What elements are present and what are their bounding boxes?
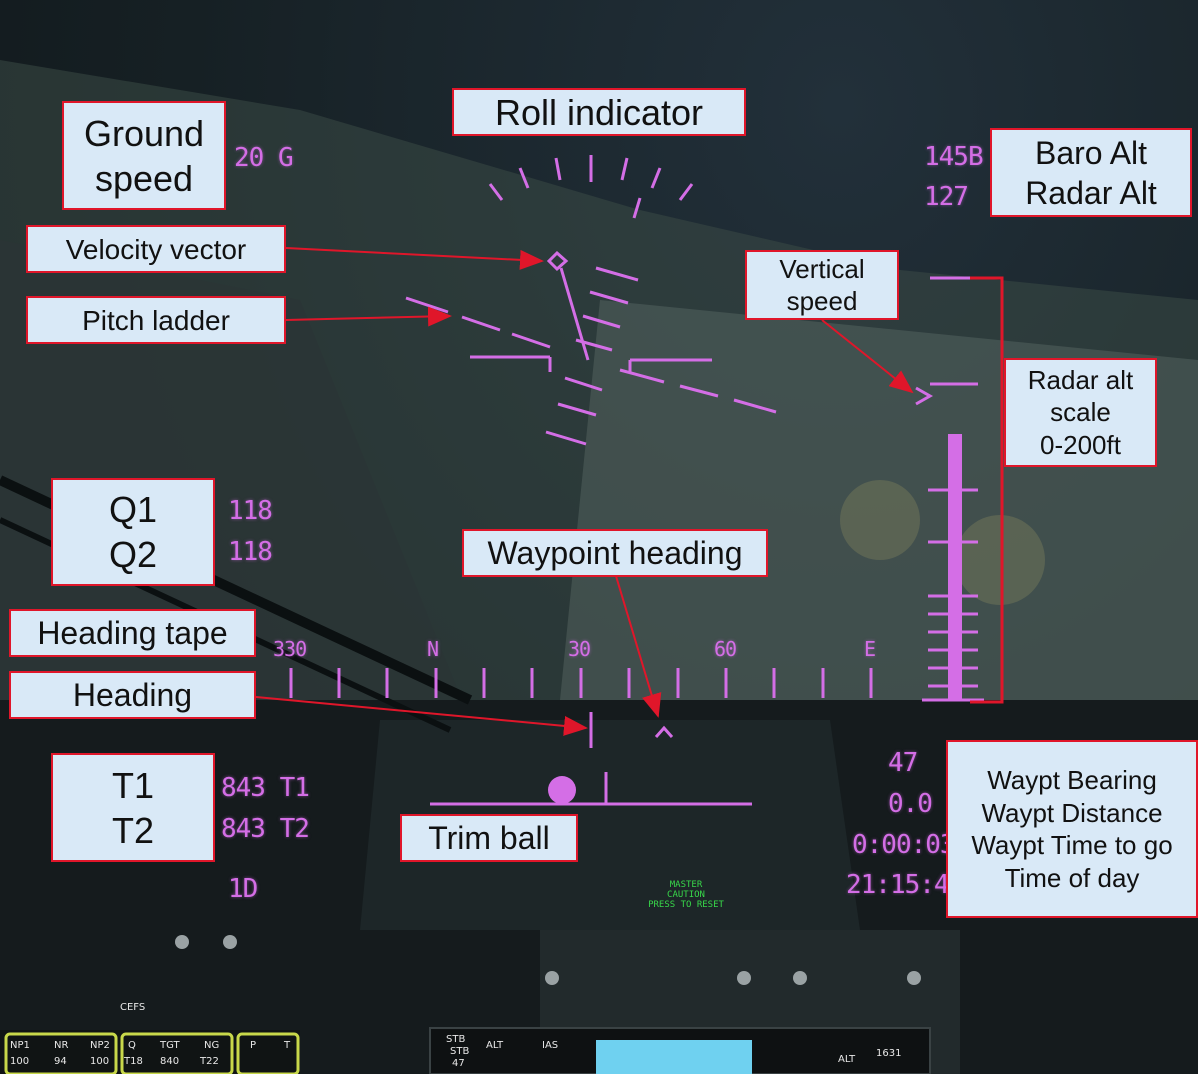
extra-readout: 1D <box>228 874 258 904</box>
panel-t: T <box>284 1040 291 1051</box>
q2-readout: 118 <box>228 537 273 567</box>
panel-np2-val: 100 <box>90 1056 110 1067</box>
label-velocity-vector: Velocity vector <box>26 225 286 273</box>
label-waypt-distance: Waypt Distance <box>981 797 1163 828</box>
master-caution-line2: CAUTION <box>667 890 705 900</box>
label-q2: Q2 <box>108 534 158 575</box>
q1-readout: 118 <box>228 496 273 526</box>
label-radar-alt-scale-line1: Radar alt <box>1027 364 1134 395</box>
baro-alt-readout: 145B <box>924 142 984 172</box>
cockpit-panel <box>0 930 960 1074</box>
time-of-day-readout: 21:15:48 <box>846 870 964 900</box>
t1-readout: 843 T1 <box>221 773 310 803</box>
panel-1631: 1631 <box>876 1048 902 1059</box>
label-radar-alt-line: Radar Alt <box>1025 174 1157 211</box>
label-pitch-ladder: Pitch ladder <box>26 296 286 344</box>
heading-tape-60: 60 <box>714 637 737 661</box>
panel-alt2: ALT <box>838 1054 856 1065</box>
panel-cefs: CEFS <box>120 1002 146 1013</box>
panel-ng-val: T22 <box>200 1056 219 1067</box>
heading-tape-330: 330 <box>273 637 307 661</box>
panel-nr-val: 94 <box>54 1056 67 1067</box>
panel-stb2: STB <box>450 1046 470 1057</box>
panel-ias: IAS <box>542 1040 559 1051</box>
panel-np1: NP1 <box>10 1040 30 1051</box>
label-t: T1 T2 <box>51 753 215 862</box>
panel-np2: NP2 <box>90 1040 110 1051</box>
label-ground-speed: Ground speed <box>62 101 226 210</box>
label-heading-tape: Heading tape <box>9 609 256 657</box>
panel-np1-val: 100 <box>10 1056 30 1067</box>
waypoint-heading-caret <box>654 725 674 738</box>
label-trim-ball: Trim ball <box>400 814 578 862</box>
panel-q-val: T18 <box>124 1056 143 1067</box>
panel-tgt-val: 840 <box>160 1056 180 1067</box>
label-vertical-speed-line2: speed <box>786 286 858 316</box>
radar-alt-readout: 127 <box>924 182 969 212</box>
label-q: Q1 Q2 <box>51 478 215 586</box>
label-roll-indicator: Roll indicator <box>452 88 746 136</box>
trim-ball <box>430 772 752 806</box>
waypt-distance-readout: 0.0 <box>888 789 933 819</box>
panel-tgt: TGT <box>160 1040 180 1051</box>
panel-stb1: STB <box>446 1034 466 1045</box>
label-baro-radar-alt: Baro Alt Radar Alt <box>990 128 1192 217</box>
label-waypt-time-to-go: Waypt Time to go <box>971 830 1173 860</box>
panel-stb-val: 47 <box>452 1058 465 1069</box>
label-heading: Heading <box>9 671 256 719</box>
panel-nr: NR <box>54 1040 69 1051</box>
panel-ng: NG <box>204 1040 220 1051</box>
label-time-of-day: Time of day <box>1004 862 1140 893</box>
panel-p: P <box>250 1040 257 1051</box>
master-caution-line3: PRESS TO RESET <box>648 900 724 910</box>
master-caution-light[interactable]: MASTER CAUTION PRESS TO RESET <box>640 880 732 910</box>
label-ground-speed-line2: speed <box>94 157 194 199</box>
panel-q: Q <box>128 1040 136 1051</box>
label-baro-alt-line: Baro Alt <box>1034 134 1148 171</box>
label-waypoint-heading: Waypoint heading <box>462 529 768 577</box>
heading-tape-e: E <box>864 637 876 661</box>
heading-tape-ticks <box>289 668 873 698</box>
pitch-ladder <box>405 250 777 446</box>
label-t2: T2 <box>111 809 154 851</box>
ground-speed-readout: 20 G <box>234 143 294 173</box>
label-t1: T1 <box>111 764 154 806</box>
label-radar-alt-scale: Radar alt scale 0-200ft <box>1004 358 1157 467</box>
annotation-arrows <box>255 247 914 736</box>
roll-indicator <box>488 155 694 219</box>
master-caution-line1: MASTER <box>669 880 703 890</box>
label-q1: Q1 <box>108 489 158 530</box>
label-waypt-bearing: Waypt Bearing <box>987 765 1157 795</box>
t2-readout: 843 T2 <box>221 814 310 844</box>
label-vertical-speed-line1: Vertical <box>779 253 865 284</box>
heading-tape-30: 30 <box>568 637 591 661</box>
label-waypt-info: Waypt Bearing Waypt Distance Waypt Time … <box>946 740 1198 918</box>
waypt-time-to-go-readout: 0:00:03 <box>852 830 956 860</box>
panel-alt: ALT <box>486 1040 504 1051</box>
heading-tape-n: N <box>427 637 439 661</box>
radar-alt-bracket <box>970 276 1004 704</box>
label-radar-alt-scale-line2: scale <box>1050 397 1111 428</box>
label-radar-alt-scale-line3: 0-200ft <box>1040 429 1121 460</box>
label-ground-speed-line1: Ground <box>83 112 205 154</box>
label-vertical-speed: Vertical speed <box>745 250 899 320</box>
waypt-bearing-readout: 47 <box>888 748 918 778</box>
